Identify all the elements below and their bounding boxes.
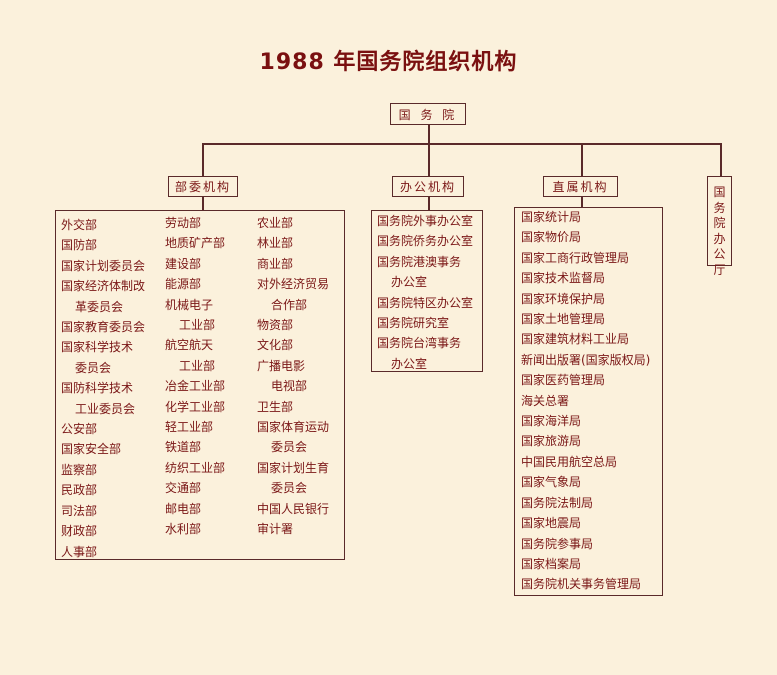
list-item: 公安部 [61,422,98,437]
list-item: 国家科学技术 [61,340,134,355]
list-item: 委员会 [271,440,308,455]
list-item: 办公室 [391,356,428,371]
list-item: 国家海洋局 [521,414,582,429]
ministries-node: 部委机构 [168,176,238,197]
list-item: 新闻出版署(国家版权局) [521,352,651,367]
list-item: 国务院机关事务管理局 [521,577,642,592]
ministries-col2: 劳动部地质矿产部建设部能源部机械电子工业部航空航天工业部冶金工业部化学工业部轻工… [165,213,225,540]
list-item: 林业部 [257,236,294,251]
list-item: 卫生部 [257,399,294,414]
list-item: 交通部 [165,481,202,496]
list-item: 人事部 [61,544,98,559]
stem-direct-list [581,196,583,207]
list-item: 革委员会 [75,299,124,314]
stem-ministries [202,143,204,176]
list-item: 外交部 [61,218,98,232]
list-item: 航空航天 [165,338,214,353]
list-item: 国务院台湾事务 [377,336,462,351]
list-item: 纺织工业部 [165,460,226,475]
list-item: 国家计划委员会 [61,258,146,273]
list-item: 国务院研究室 [377,316,450,331]
list-item: 工业部 [179,318,216,333]
list-item: 机械电子 [165,297,214,312]
list-item: 国务院外事办公室 [377,214,474,228]
ministries-col1: 外交部国防部国家计划委员会国家经济体制改革委员会国家教育委员会国家科学技术委员会… [61,215,145,562]
list-item: 国家计划生育 [257,460,330,475]
branch-bar [202,143,721,145]
list-item: 财政部 [61,524,98,539]
list-item: 国家技术监督局 [521,271,606,286]
list-item: 国家建筑材料工业局 [521,332,630,347]
list-item: 委员会 [271,481,308,496]
list-item: 审计署 [257,522,294,537]
list-item: 国家物价局 [521,230,582,245]
list-item: 工业委员会 [75,401,136,416]
stem-direct [581,143,583,176]
list-item: 国务院法制局 [521,495,594,510]
direct-node: 直属机构 [543,176,618,197]
stem-ministries-list [202,196,204,210]
list-item: 委员会 [75,360,112,375]
list-item: 邮电部 [165,501,202,516]
offices-list: 国务院外事办公室国务院侨务办公室国务院港澳事务办公室国务院特区办公室国务院研究室… [377,211,473,374]
list-item: 农业部 [257,216,294,230]
list-item: 国务院港澳事务 [377,254,462,269]
list-item: 办公室 [391,275,428,290]
list-item: 国家工商行政管理局 [521,250,630,265]
list-item: 国家旅游局 [521,434,582,449]
list-item: 国家环境保护局 [521,291,606,306]
list-item: 化学工业部 [165,399,226,414]
list-item: 广播电影 [257,358,306,373]
list-item: 工业部 [179,358,216,373]
list-item: 国家经济体制改 [61,279,146,294]
list-item: 建设部 [165,256,202,271]
list-item: 中国民用航空总局 [521,454,618,469]
list-item: 监察部 [61,462,98,477]
list-item: 国家档案局 [521,556,582,571]
list-item: 国务院侨务办公室 [377,234,474,249]
list-item: 国家土地管理局 [521,312,606,327]
stem-offices-list [428,196,430,210]
list-item: 国防部 [61,238,98,253]
list-item: 地质矿产部 [165,236,226,251]
stem-general-office [720,143,722,176]
list-item: 国家教育委员会 [61,320,146,335]
list-item: 司法部 [61,503,98,518]
list-item: 劳动部 [165,216,202,230]
list-item: 国务院特区办公室 [377,295,474,310]
direct-box [514,207,663,596]
list-item: 电视部 [271,379,308,394]
list-item: 轻工业部 [165,420,214,435]
list-item: 商业部 [257,256,294,271]
list-item: 国家气象局 [521,475,582,490]
list-item: 铁道部 [165,440,202,455]
list-item: 国家地震局 [521,516,582,531]
list-item: 民政部 [61,483,98,498]
list-item: 合作部 [271,297,308,312]
list-item: 中国人民银行 [257,501,330,516]
list-item: 冶金工业部 [165,379,226,394]
chart-title: 1988 年国务院组织机构 [259,50,518,75]
list-item: 国务院参事局 [521,536,594,551]
list-item: 国防科学技术 [61,381,134,396]
list-item: 海关总署 [521,393,570,408]
direct-list: 国家统计局国家物价局国家工商行政管理局国家技术监督局国家环境保护局国家土地管理局… [521,207,650,595]
root-stem [428,124,430,144]
ministries-box [55,210,345,560]
list-item: 对外经济贸易 [257,277,330,292]
list-item: 国家体育运动 [257,420,330,435]
ministries-col3: 农业部林业部商业部对外经济贸易合作部物资部文化部广播电影电视部卫生部国家体育运动… [257,213,329,540]
root-node: 国 务 院 [390,103,466,125]
stem-offices [428,143,430,176]
list-item: 国家安全部 [61,442,122,457]
list-item: 能源部 [165,277,202,292]
list-item: 水利部 [165,522,202,537]
list-item: 文化部 [257,338,294,353]
list-item: 国家统计局 [521,210,582,224]
list-item: 物资部 [257,318,294,333]
list-item: 国家医药管理局 [521,373,606,388]
offices-box [371,210,483,372]
general-office-node: 国务院办公厅 [707,176,732,277]
offices-node: 办公机构 [392,176,464,197]
